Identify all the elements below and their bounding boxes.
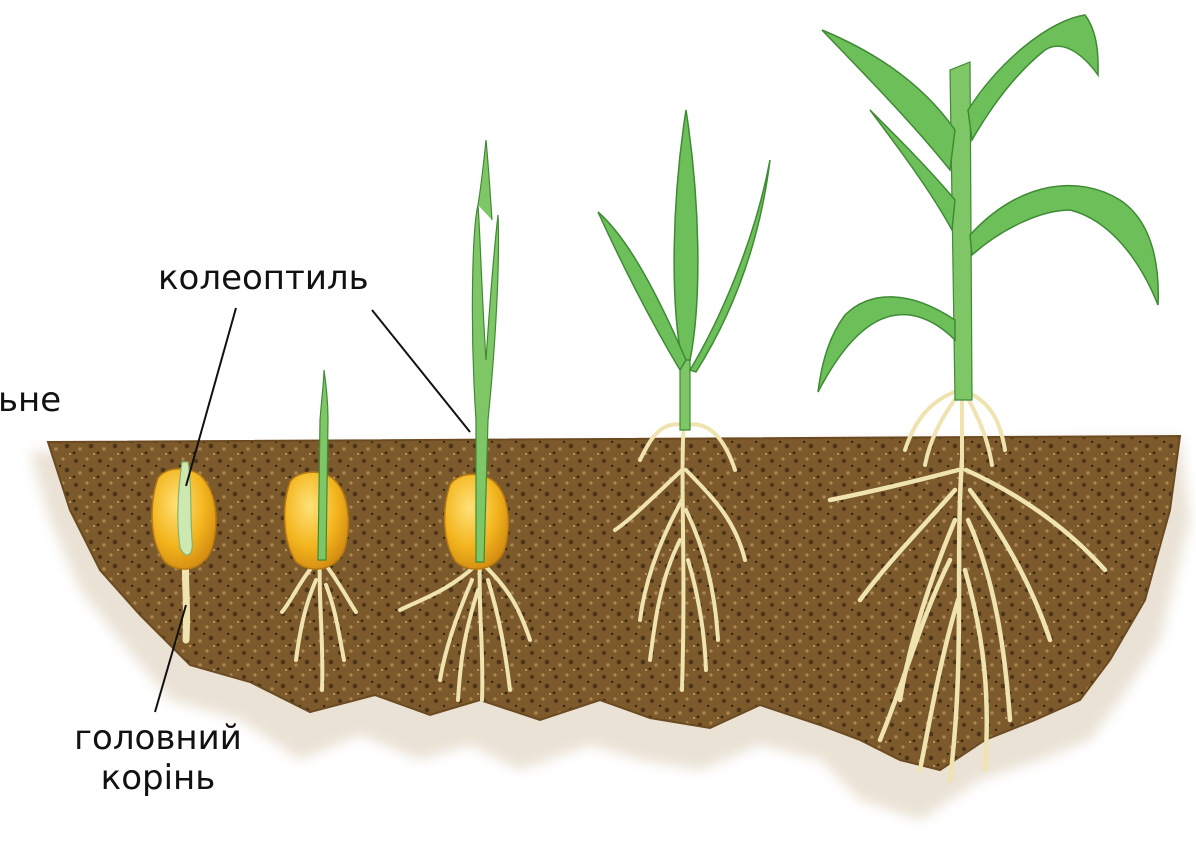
leaf-top-left <box>822 30 955 170</box>
leaf-mid-right <box>970 186 1158 305</box>
seed-kernel <box>285 472 349 569</box>
leaf-low-left <box>818 297 955 392</box>
coleoptile-pointer-line-2 <box>372 310 470 432</box>
label-main-root-line1: головний <box>58 718 258 758</box>
leaf-right <box>690 160 770 372</box>
label-coleoptile: колеоптиль <box>158 258 369 298</box>
label-cutoff: ьне <box>0 380 61 420</box>
leaf-top-right <box>968 15 1098 140</box>
leaf-left <box>598 212 686 370</box>
shoot <box>318 370 328 560</box>
label-main-root: головний корінь <box>58 718 258 798</box>
stem <box>680 360 690 430</box>
leaf-center <box>674 110 698 360</box>
label-main-root-line2: корінь <box>58 758 258 798</box>
embryo <box>178 462 192 555</box>
